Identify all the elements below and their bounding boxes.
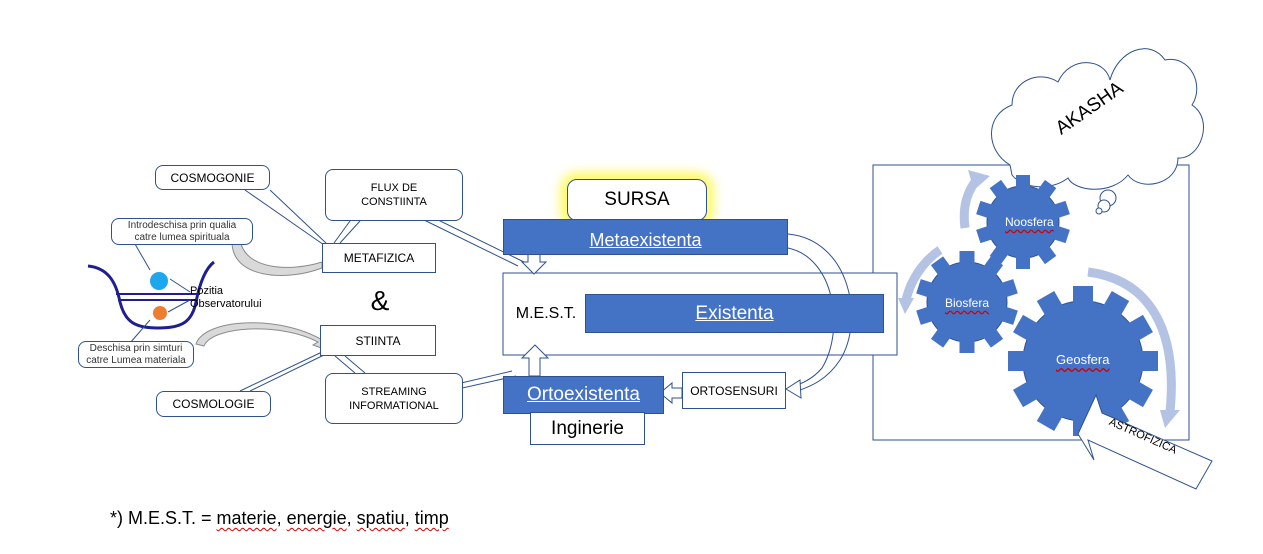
ortoexistenta-bar: Ortoexistenta [503, 376, 664, 414]
geosfera-gear-tooth [1102, 291, 1130, 317]
flux-constiinta-callout: FLUX DE CONSTIINTA [325, 169, 463, 221]
akasha-cloud [991, 48, 1204, 215]
ortoexistenta-label: Ortoexistenta [527, 384, 640, 405]
biosfera-gear-tooth [916, 306, 935, 325]
qualia-pointers [129, 243, 151, 344]
biosfera-gear-tooth [982, 327, 1004, 348]
geosfera-gear-tooth [1008, 351, 1026, 371]
cycle-arrowhead-top [968, 170, 990, 190]
biosfera-gear-tooth [916, 279, 935, 298]
ortosensuri-arrowhead [785, 379, 802, 399]
noosfera-gear-tooth [1036, 244, 1057, 265]
metaexistenta-label: Metaexistenta [589, 229, 702, 250]
mest-label-box: M.E.S.T. [510, 302, 582, 326]
meta-to-ortosensuri-arrows [787, 233, 852, 393]
observatorului-line: Observatorului [190, 298, 262, 310]
deschisa-line1: Deschisa prin simturi [89, 342, 183, 354]
noosfera-gear-tooth [989, 179, 1010, 200]
biosfera-label: Biosfera [945, 296, 990, 310]
sursa-label: SURSA [604, 189, 670, 210]
cycle-arrowhead-right [1160, 410, 1180, 428]
noosfera-gear-tooth [1052, 225, 1070, 244]
geosfera-label: Geosfera [1056, 352, 1110, 367]
intro-line2: catre lumea spirituala [134, 231, 230, 243]
noosfera-label: Noosfera [1005, 215, 1054, 229]
biosfera-gear-tooth [999, 279, 1018, 298]
footnote-sep-1: , [276, 508, 287, 528]
streaming-line2: INFORMATIONAL [349, 399, 439, 412]
cosmogonie-box: COSMOGONIE [155, 165, 270, 190]
spirit-dot [150, 272, 168, 290]
geosfera-gear-tooth [1013, 380, 1039, 408]
down-arrow [520, 251, 548, 275]
noosfera-gear-tooth [976, 225, 994, 244]
callout-pointers [239, 189, 366, 392]
biosfera-gear-tooth [930, 256, 952, 277]
geosfera-gear-tooth [1140, 351, 1158, 371]
sursa-box: SURSA [567, 179, 707, 221]
metafizica-box: METAFIZICA [322, 243, 436, 273]
mest-label: M.E.S.T. [515, 305, 577, 322]
qualia-callout: Introdeschisa prin qualia catre lumea sp… [111, 218, 253, 245]
cosmologie-label: COSMOLOGIE [172, 397, 255, 411]
left-arrow [659, 381, 683, 405]
footnote-sep-2: , [346, 508, 357, 528]
biosfera-gear-tooth [999, 306, 1018, 325]
ampersand: & [358, 284, 402, 318]
astrofizica-arrow [1077, 393, 1213, 490]
cosmogonie-label: COSMOGONIE [170, 170, 255, 185]
noosfera-gear-tooth [1052, 200, 1070, 219]
footnote: *) M.E.S.T. = materie, energie, spatiu, … [110, 508, 449, 529]
intro-line1: Introdeschisa prin qualia [127, 219, 237, 231]
streaming-callout: STREAMING INFORMATIONAL [325, 373, 463, 424]
cosmologie-box: COSMOLOGIE [156, 391, 271, 417]
biosfera-gear-tooth [982, 256, 1004, 277]
flux-line2: CONSTIINTA [361, 196, 427, 208]
up-arrow [520, 344, 550, 377]
geosfera-gear-tooth [1013, 314, 1039, 342]
ampersand-label: & [370, 285, 390, 316]
inginerie-label: Inginerie [551, 417, 624, 439]
footnote-timp: timp [414, 508, 449, 528]
noosfera-gear-tooth [1016, 255, 1030, 269]
flux-line1: FLUX DE [370, 182, 418, 194]
noosfera-gear-tooth [1036, 179, 1057, 200]
matter-dot [153, 306, 167, 320]
footnote-energie: energie [286, 508, 347, 528]
noosfera-gear-tooth [1016, 175, 1030, 189]
existenta-label: Existenta [695, 302, 774, 324]
geosfera-gear-tooth [1127, 380, 1153, 408]
deschisa-line2: catre Lumea materiala [86, 354, 186, 366]
noosfera-gear-tooth [976, 200, 994, 219]
observer-cup [87, 260, 215, 330]
metaexistenta-bar: Metaexistenta [503, 219, 788, 255]
observer-pointer-lines [167, 278, 191, 313]
ortosensuri-label: ORTOSENSURI [690, 383, 778, 398]
simturi-callout: Deschisa prin simturi catre Lumea materi… [78, 341, 194, 368]
stiinta-label: STIINTA [355, 333, 401, 348]
biosfera-gear-tooth [930, 327, 952, 348]
geosfera-gear-tooth [1036, 291, 1064, 317]
streaming-line1: STREAMING [361, 385, 427, 398]
pozitia-label: Pozitia Observatorului [190, 285, 262, 311]
inginerie-box: Inginerie [530, 412, 645, 445]
pozitia-line: Pozitia [190, 285, 224, 297]
footnote-spatiu: spatiu [356, 508, 405, 528]
geosfera-gear-tooth [1127, 314, 1153, 342]
biosfera-gear-tooth [959, 339, 975, 353]
footnote-prefix: *) M.E.S.T. = [110, 508, 217, 528]
ortosensuri-box: ORTOSENSURI [682, 372, 786, 409]
biosfera-gear-tooth [959, 251, 975, 265]
footnote-sep-3: , [404, 508, 415, 528]
stiinta-box: STIINTA [320, 325, 436, 356]
footnote-materie: materie [216, 508, 277, 528]
metafizica-label: METAFIZICA [343, 251, 415, 265]
existenta-bar: Existenta [585, 294, 884, 333]
geosfera-gear-tooth [1036, 405, 1064, 431]
geosfera-gear-tooth [1073, 286, 1093, 304]
cycle-arrowhead-left [898, 298, 914, 314]
